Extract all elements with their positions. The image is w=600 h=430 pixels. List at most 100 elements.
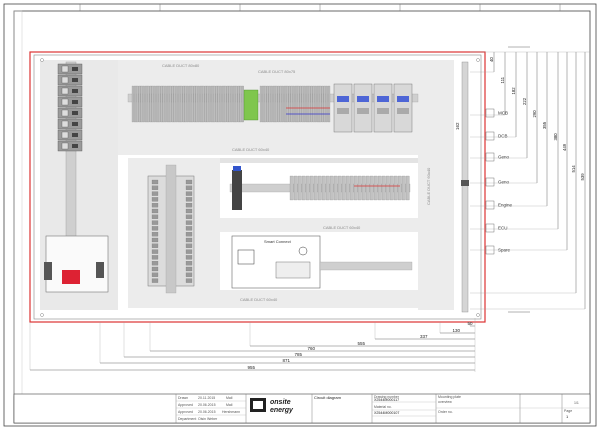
terminal	[321, 85, 324, 123]
terminal	[213, 85, 216, 123]
dim-value: 337	[420, 334, 428, 339]
terminal	[228, 85, 231, 123]
terminal	[215, 85, 218, 123]
terminal	[293, 175, 298, 201]
relay-contact	[377, 108, 389, 114]
terminal	[357, 175, 362, 201]
terminal	[365, 175, 370, 201]
breaker-lever	[61, 120, 69, 128]
terminal	[288, 85, 291, 123]
terminal	[328, 85, 331, 123]
gland-label: Engine	[498, 203, 513, 208]
vertical-duct-right	[418, 60, 454, 310]
plc-terminal	[185, 214, 193, 219]
tb-date-2: 20.06.2015	[198, 410, 216, 414]
breaker	[57, 140, 83, 152]
dim-value: 955	[248, 365, 256, 370]
relay-coil	[377, 96, 389, 102]
terminal	[237, 85, 240, 123]
terminal	[301, 175, 306, 201]
terminal	[173, 85, 176, 123]
terminal	[333, 175, 338, 201]
tb-page: 1	[566, 414, 569, 419]
terminal	[186, 85, 189, 123]
plc-terminal	[185, 232, 193, 237]
relay-coil	[357, 96, 369, 102]
plc-terminal	[185, 278, 193, 283]
mid-duct-strip	[220, 158, 418, 163]
gland-label: MCB	[498, 111, 508, 116]
tb-drawing-number: X2544M000117	[374, 398, 399, 402]
gland	[485, 223, 495, 233]
breaker-terminal	[72, 111, 78, 115]
terminal	[233, 85, 236, 123]
gland	[485, 131, 495, 141]
breaker-terminal	[72, 133, 78, 137]
terminal	[206, 85, 209, 123]
terminal	[217, 85, 220, 123]
plc-terminal	[185, 243, 193, 248]
mid-din-device	[232, 170, 242, 210]
plc-terminal	[185, 179, 193, 185]
terminal	[171, 85, 174, 123]
tb-role-1: Approved	[178, 403, 193, 407]
title-block	[13, 393, 591, 424]
terminal-block-left	[44, 262, 52, 280]
breaker-lever	[61, 142, 69, 150]
terminal	[373, 175, 378, 201]
terminal	[308, 85, 311, 123]
terminal	[397, 175, 402, 201]
plc-terminal	[151, 208, 159, 214]
terminal	[319, 85, 322, 123]
terminal	[222, 85, 225, 123]
logo-energy: energy	[270, 407, 294, 414]
tb-name-0: Mail	[226, 396, 233, 400]
terminal	[341, 175, 346, 201]
tb-order-label: Order no.	[438, 410, 453, 414]
terminal	[182, 85, 185, 123]
terminal	[277, 85, 280, 123]
plc-terminal	[185, 249, 193, 254]
gland-label: Geno	[498, 180, 510, 185]
terminal	[353, 175, 358, 201]
plc-terminal	[151, 266, 159, 272]
terminal	[191, 85, 194, 123]
terminal	[264, 85, 267, 123]
plc-terminal	[185, 203, 193, 208]
dim-value: 222	[522, 97, 527, 105]
terminal	[321, 175, 326, 201]
logo-mark-inner	[253, 401, 263, 409]
terminal	[317, 85, 320, 123]
breaker-lever	[61, 98, 69, 106]
right-rail-clip	[461, 180, 469, 186]
breaker	[57, 96, 83, 108]
terminal	[299, 85, 302, 123]
mid-duct	[220, 218, 418, 232]
terminal	[164, 85, 167, 123]
terminal	[325, 175, 330, 201]
terminal	[329, 175, 334, 201]
terminal	[235, 85, 238, 123]
tb-sheet-total: 1/1	[574, 401, 579, 405]
terminal	[204, 85, 207, 123]
terminal	[279, 85, 282, 123]
plc-terminal	[151, 255, 159, 260]
duct-label-bottom: CABLE DUCT 60x40	[240, 297, 278, 302]
right-din-rail	[461, 61, 469, 313]
gland-label: DCB	[498, 134, 508, 139]
plc-terminal	[185, 208, 193, 214]
frame-ticks	[79, 4, 561, 11]
plc-terminal	[185, 266, 193, 272]
plc-io-grid	[151, 179, 193, 283]
terminal	[303, 85, 306, 123]
tb-overview: overview	[438, 400, 452, 404]
breaker-terminal	[72, 144, 78, 148]
tb-drawing-number-label: Drawing number	[374, 395, 400, 399]
terminal	[169, 85, 172, 123]
breaker-lever	[61, 87, 69, 95]
terminal	[284, 85, 287, 123]
terminal	[314, 85, 317, 123]
terminal	[306, 85, 309, 123]
bottom-din-rail	[319, 261, 413, 271]
